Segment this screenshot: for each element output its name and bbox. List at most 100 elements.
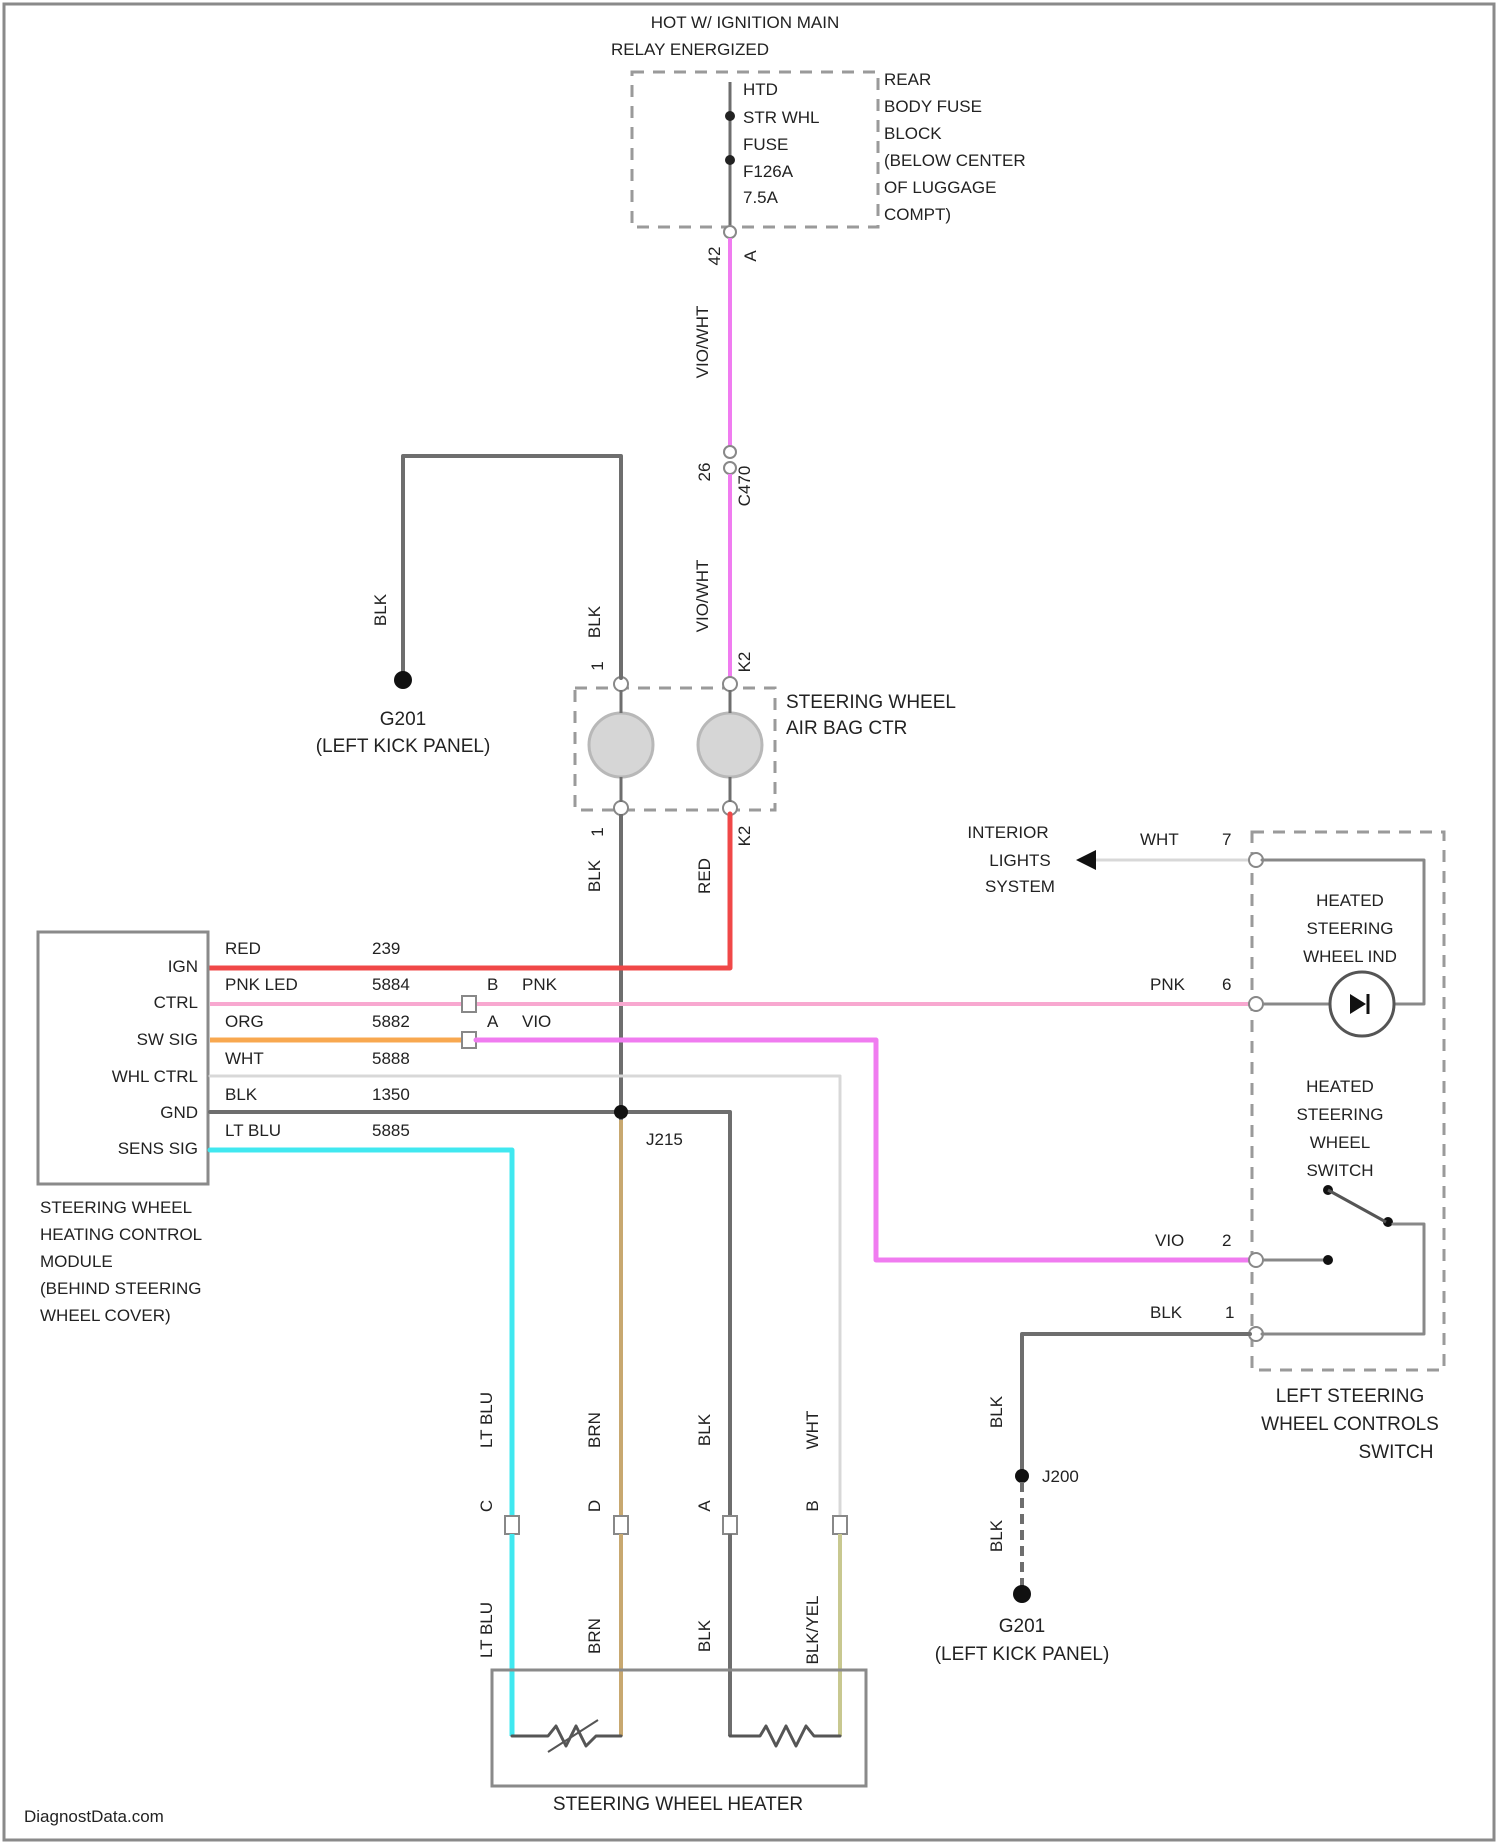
fuse-pin: 42 (705, 247, 724, 266)
heater-connector: LT BLU BRN BLK WHT C D A B LT BLU BRN BL… (477, 1392, 847, 1665)
heater-pin-2: A (695, 1500, 714, 1512)
heater-wire-top-3: WHT (803, 1411, 822, 1450)
ground-right-location: (LEFT KICK PANEL) (935, 1644, 1110, 1665)
module-pin-swsig: SW SIG (137, 1030, 198, 1049)
module-name-3: (BEHIND STEERING (40, 1279, 202, 1298)
clockspring-pin-tr: K2 (735, 652, 754, 673)
switch-term-6 (1249, 997, 1263, 1011)
indicator-line-0: HEATED (1316, 891, 1384, 910)
heater-term-2 (723, 1516, 737, 1534)
ground-left-dot (394, 671, 412, 689)
wire-color-3: WHT (225, 1049, 264, 1068)
inline-connector-top (724, 446, 736, 458)
fuse-loc-4: OF LUGGAGE (884, 178, 996, 197)
switch-name-2: SWITCH (1359, 1442, 1434, 1463)
module-name-4: WHEEL COVER) (40, 1306, 171, 1325)
module-pin-ctrl: CTRL (154, 993, 198, 1012)
conn-b-terminal (462, 996, 476, 1012)
fuse-terminal (724, 226, 736, 238)
wire-color-5: LT BLU (225, 1121, 281, 1140)
fuse-line-2: FUSE (743, 135, 788, 154)
switch-term-2 (1249, 1253, 1263, 1267)
conn-a-color: VIO (522, 1012, 551, 1031)
interior-arrow-icon (1076, 850, 1096, 870)
wire-circuit-3: 5888 (372, 1049, 410, 1068)
sensor-element-icon (512, 1726, 621, 1746)
switch-name-0: LEFT STEERING (1276, 1386, 1425, 1407)
page-frame (4, 4, 1494, 1840)
heater-wire-top-1: BRN (585, 1412, 604, 1448)
switch-name-1: WHEEL CONTROLS (1261, 1414, 1439, 1435)
source-line2: RELAY ENERGIZED (611, 40, 769, 59)
fuse-loc-5: COMPT) (884, 205, 951, 224)
switch-wire-right (1262, 1224, 1424, 1334)
indicator-line-2: WHEEL IND (1303, 947, 1397, 966)
fuse-line-3: F126A (743, 162, 794, 181)
heater-pin-3: B (803, 1500, 822, 1511)
fuse-pin2: A (741, 250, 760, 262)
wire-circuit-4: 1350 (372, 1085, 410, 1104)
red-wire (210, 814, 730, 968)
clockspring-term-tr (723, 677, 737, 691)
module-pin-gnd: GND (160, 1103, 198, 1122)
ground-left-id: G201 (380, 709, 426, 730)
inline-connector-code: C470 (735, 466, 754, 507)
heater-wire-bottom-3: BLK/YEL (803, 1596, 822, 1665)
ground-right-wire-top-label: BLK (987, 1395, 1006, 1428)
clockspring-coil-left (589, 713, 653, 777)
heater-pin-1: D (585, 1500, 604, 1512)
vio-wire-label: VIO (1155, 1231, 1184, 1250)
heater-term-3 (833, 1516, 847, 1534)
black-gnd-wire (210, 1112, 730, 1518)
module-pin-senssig: SENS SIG (118, 1139, 198, 1158)
source-line1: HOT W/ IGNITION MAIN (651, 13, 840, 32)
indicator-line-1: STEERING (1307, 919, 1394, 938)
conn-b-color: PNK (522, 975, 558, 994)
ground-right-wire-top (1022, 1334, 1250, 1474)
fuse-line-4: 7.5A (743, 188, 779, 207)
switch-line-1: STEERING (1297, 1105, 1384, 1124)
conn-b-pin: B (487, 975, 498, 994)
module-pin-ign: IGN (168, 957, 198, 976)
ground-left-wire-label: BLK (371, 593, 390, 626)
splice-j200-label: J200 (1042, 1467, 1079, 1486)
interior-line-1: LIGHTS (989, 851, 1050, 870)
splice-j215-label: J215 (646, 1130, 683, 1149)
heater-wire-bottom-0: LT BLU (477, 1602, 496, 1658)
ground-right-dot (1013, 1585, 1031, 1603)
clockspring-label2: AIR BAG CTR (786, 718, 907, 739)
module-name-2: MODULE (40, 1252, 113, 1271)
vio-pin-label: 2 (1222, 1231, 1231, 1250)
wire-circuit-0: 239 (372, 939, 400, 958)
fuse-line-1: STR WHL (743, 108, 820, 127)
interior-line-0: INTERIOR (967, 823, 1048, 842)
heater-element-icon (730, 1726, 840, 1746)
module-name-0: STEERING WHEEL (40, 1198, 192, 1217)
blk-wire-label: BLK (1150, 1303, 1183, 1322)
switch-box (1252, 832, 1444, 1370)
violet-switch-wire (476, 1040, 1250, 1260)
ground-left-location: (LEFT KICK PANEL) (316, 736, 491, 757)
wire-color-2: ORG (225, 1012, 264, 1031)
splice-j200 (1015, 1469, 1029, 1483)
red-mid-label: RED (695, 858, 714, 894)
splice-j215 (614, 1105, 628, 1119)
fuse-loc-0: REAR (884, 70, 931, 89)
ltblue-senssig-wire (210, 1150, 512, 1678)
blk-pin-label: 1 (1225, 1303, 1234, 1322)
heater-wire-bottom-2: BLK (695, 1619, 714, 1652)
white-whlctrl-wire (210, 1076, 840, 1518)
violet-mid-label: VIO/WHT (693, 560, 712, 633)
ground-left-wire (403, 456, 621, 680)
pnk-wire-label: PNK (1150, 975, 1186, 994)
wire-circuit-5: 5885 (372, 1121, 410, 1140)
blk-top-label: BLK (585, 605, 604, 638)
clockspring-pin-br: K2 (735, 826, 754, 847)
wire-color-0: RED (225, 939, 261, 958)
wire-circuit-1: 5884 (372, 975, 410, 994)
wire-circuit-2: 5882 (372, 1012, 410, 1031)
ground-right-wire-bottom-label: BLK (987, 1519, 1006, 1552)
conn-a-pin: A (487, 1012, 499, 1031)
watermark: DiagnostData.com (24, 1807, 164, 1826)
wire-color-1: PNK LED (225, 975, 298, 994)
